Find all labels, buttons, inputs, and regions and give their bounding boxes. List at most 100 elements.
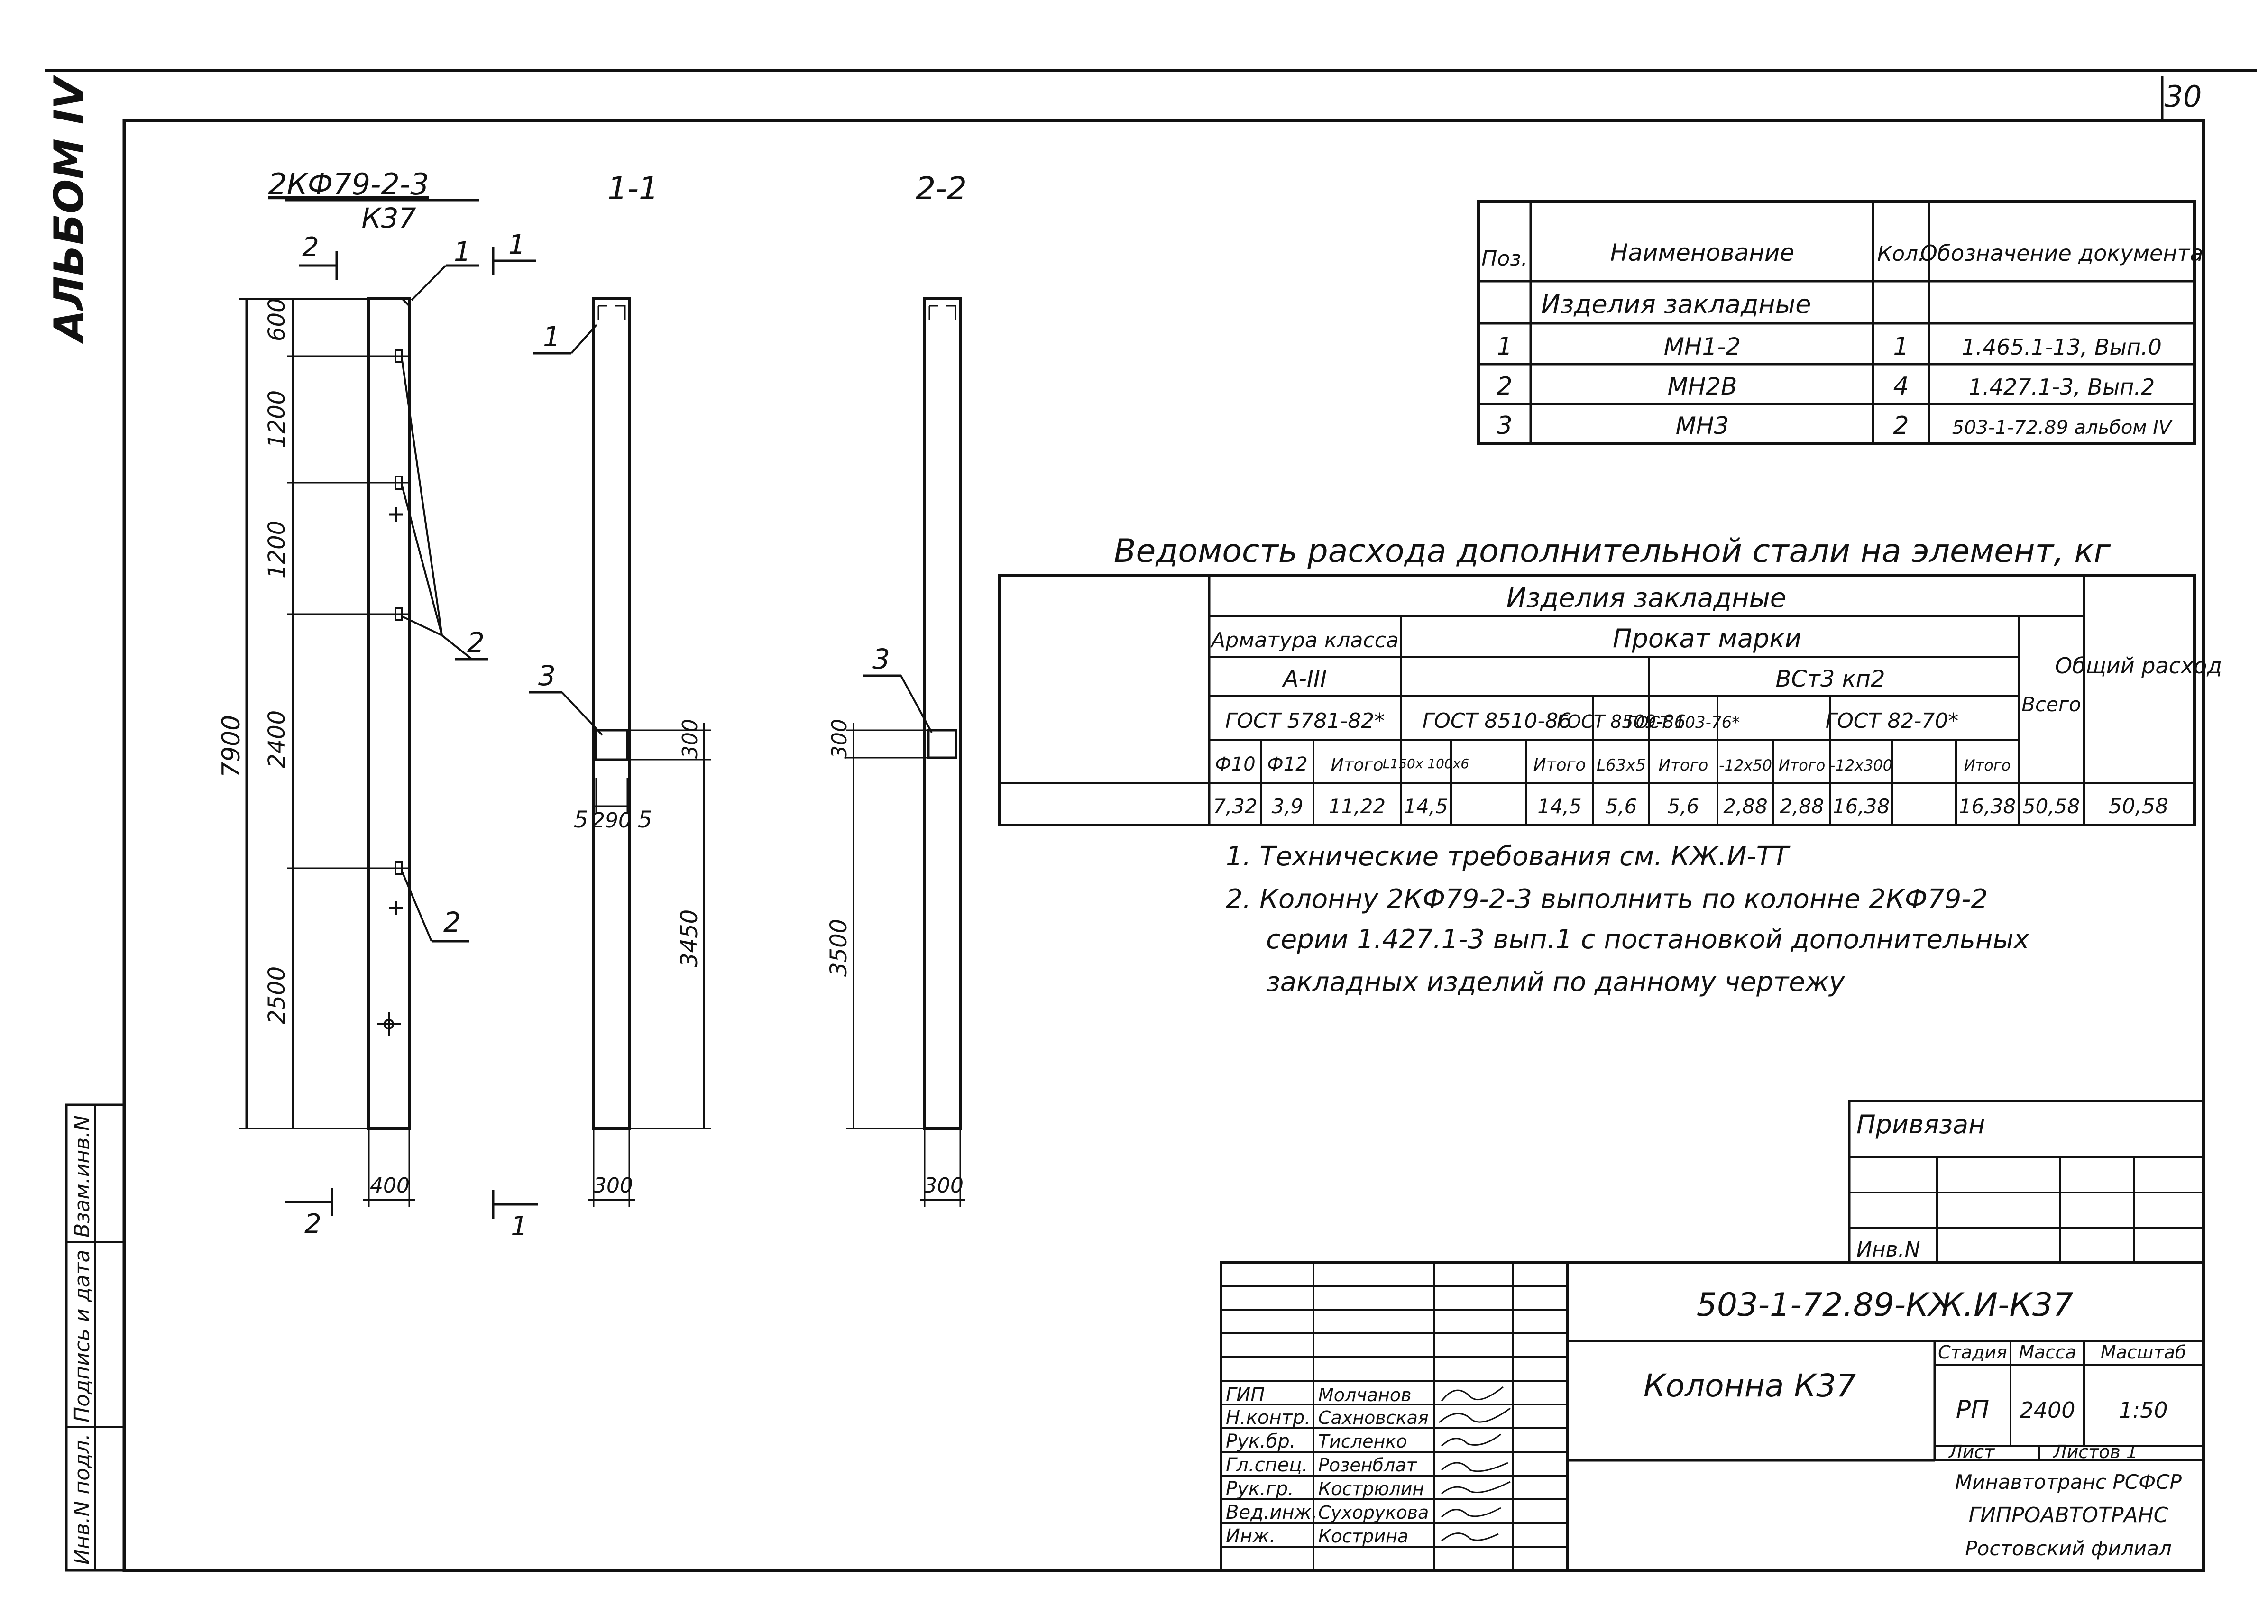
stamp-replace: Взам.инв.N: [70, 1115, 94, 1238]
svg-text:2: 2: [443, 906, 461, 938]
svg-text:Молчанов: Молчанов: [1318, 1385, 1412, 1405]
svg-text:L63x5: L63x5: [1597, 756, 1646, 775]
cut-mark-1-top: 1: [492, 229, 536, 275]
svg-text:1: 1: [454, 237, 471, 267]
svg-text:600: 600: [264, 298, 290, 341]
svg-text:2500: 2500: [264, 966, 290, 1024]
svg-text:-12x300: -12x300: [1830, 756, 1892, 774]
table-row: 3 МН3 2 503-1-72.89 альбом IV: [1497, 412, 2173, 440]
svg-text:Инж.: Инж.: [1226, 1525, 1276, 1547]
svg-text:ГОСТ 5781-82*: ГОСТ 5781-82*: [1225, 709, 1385, 733]
svg-text:Листов 1: Листов 1: [2052, 1441, 2138, 1462]
svg-text:11,22: 11,22: [1329, 795, 1386, 818]
svg-text:Итого: Итого: [1331, 755, 1384, 775]
svg-text:Итого: Итого: [1964, 756, 2011, 774]
elevation-leaders: 1 2 2: [401, 237, 488, 943]
svg-text:-12x50: -12x50: [1719, 756, 1772, 774]
svg-text:Н.контр.: Н.контр.: [1226, 1407, 1311, 1429]
svg-text:14,5: 14,5: [1404, 795, 1448, 818]
items-header-name: Наименование: [1610, 239, 1795, 266]
stamp-inv: Инв.N подл.: [70, 1433, 94, 1565]
svg-text:ГОСТ 82-70*: ГОСТ 82-70*: [1826, 709, 1959, 733]
svg-text:1: 1: [543, 321, 560, 353]
svg-text:2: 2: [1497, 372, 1512, 401]
note-2: 2. Колонну 2КФ79-2-3 выполнить по колонн…: [1226, 884, 1988, 915]
svg-text:Арматура класса: Арматура класса: [1210, 628, 1399, 652]
svg-text:МН3: МН3: [1676, 412, 1729, 440]
note-2-cont: закладных изделий по данному чертежу: [1266, 967, 1845, 998]
svg-text:2,88: 2,88: [1780, 795, 1824, 818]
svg-text:2,88: 2,88: [1723, 795, 1768, 818]
svg-text:7,32: 7,32: [1213, 795, 1258, 818]
svg-text:1: 1: [1497, 332, 1512, 361]
svg-text:Инв.N: Инв.N: [1856, 1238, 1920, 1262]
svg-text:5,6: 5,6: [1668, 795, 1699, 818]
svg-text:1200: 1200: [264, 390, 290, 448]
album-label: АЛЬБОМ IV: [46, 74, 93, 344]
svg-text:2: 2: [304, 1209, 321, 1239]
section-1-1: 1 3 300 3450 5 290 5 300: [529, 297, 711, 1207]
table-row: 2 МН2В 4 1.427.1-3, Вып.2: [1497, 372, 2155, 401]
element-mark: 2КФ79-2-3: [268, 167, 429, 202]
svg-text:503-1-72.89 альбом IV: 503-1-72.89 альбом IV: [1952, 417, 2173, 439]
svg-text:1: 1: [1893, 332, 1909, 361]
notes: 1. Технические требования см. КЖ.И-ТТ 2.…: [1226, 841, 2030, 998]
table-row: 1 МН1-2 1 1.465.1-13, Вып.0: [1497, 332, 2161, 361]
svg-text:Ростовский филиал: Ростовский филиал: [1965, 1537, 2171, 1560]
svg-text:Стадия: Стадия: [1938, 1342, 2007, 1363]
svg-text:Итого: Итого: [1533, 755, 1586, 775]
svg-text:300: 300: [827, 719, 852, 759]
svg-text:Кострина: Кострина: [1318, 1526, 1408, 1547]
svg-text:Ф12: Ф12: [1267, 753, 1307, 775]
svg-text:Общий расход: Общий расход: [2055, 653, 2222, 679]
svg-text:4: 4: [1893, 372, 1909, 401]
svg-text:Рук.бр.: Рук.бр.: [1226, 1431, 1295, 1452]
svg-text:Ф10: Ф10: [1215, 753, 1255, 775]
svg-text:1: 1: [508, 229, 525, 260]
svg-text:МН2В: МН2В: [1668, 373, 1737, 400]
svg-text:ГОСТ 8509-86: ГОСТ 8509-86: [1557, 711, 1686, 732]
svg-text:РП: РП: [1956, 1395, 1989, 1424]
items-header-pos: Поз.: [1481, 247, 1527, 271]
svg-text:МН1-2: МН1-2: [1664, 333, 1741, 360]
cut-mark-2-top: 2: [299, 232, 338, 280]
svg-text:1:50: 1:50: [2119, 1397, 2167, 1423]
svg-text:Розенблат: Розенблат: [1318, 1455, 1418, 1476]
svg-text:ГОСТ 103-76*: ГОСТ 103-76*: [1627, 713, 1740, 732]
side-stamp: Инв.N подл. Подпись и дата Взам.инв.N: [65, 1103, 126, 1572]
svg-text:Масса: Масса: [2019, 1342, 2076, 1363]
element-code: К37: [362, 202, 416, 234]
stamp-sign: Подпись и дата: [70, 1250, 94, 1422]
svg-text:3,9: 3,9: [1272, 795, 1304, 818]
elevation-dimensions: 600 1200 1200 2400 2500 7900: [217, 298, 408, 1129]
svg-text:Итого: Итого: [1779, 756, 1826, 774]
items-header-qty: Кол.: [1877, 242, 1925, 266]
steel-table-title: Ведомость расхода дополнительной стали н…: [1114, 532, 2112, 570]
svg-text:ВСт3 кп2: ВСт3 кп2: [1775, 666, 1885, 692]
svg-text:14,5: 14,5: [1537, 795, 1582, 818]
svg-text:5: 5: [574, 807, 588, 833]
document-code: 503-1-72.89-КЖ.И-К37: [1697, 1286, 2074, 1324]
sheet-number: 30: [2165, 79, 2202, 114]
column-elevation: [293, 297, 411, 1130]
svg-text:3: 3: [538, 660, 556, 692]
svg-text:7900: 7900: [217, 715, 246, 778]
svg-text:290: 290: [592, 808, 632, 833]
svg-text:300: 300: [924, 1174, 964, 1198]
svg-text:Сахновская: Сахновская: [1318, 1407, 1429, 1428]
svg-text:2: 2: [302, 232, 319, 263]
svg-text:Итого: Итого: [1659, 756, 1708, 775]
svg-text:3: 3: [872, 643, 890, 675]
svg-text:300: 300: [678, 719, 702, 759]
section-2-2: 3 300 3500 300: [826, 297, 965, 1207]
svg-text:50,58: 50,58: [2109, 794, 2168, 818]
svg-text:Минавтотранс РСФСР: Минавтотранс РСФСР: [1955, 1470, 2182, 1494]
svg-text:Лист: Лист: [1948, 1441, 1995, 1462]
svg-text:Прокат марки: Прокат марки: [1613, 624, 1801, 653]
svg-text:А-III: А-III: [1282, 666, 1327, 692]
svg-text:16,38: 16,38: [1833, 795, 1890, 818]
svg-text:ГОСТ 8510-86: ГОСТ 8510-86: [1423, 709, 1572, 733]
svg-text:2: 2: [1893, 412, 1909, 440]
svg-text:L150x 100x6: L150x 100x6: [1383, 756, 1469, 771]
items-table: Поз. Наименование Кол. Обозначение докум…: [1477, 200, 2203, 445]
